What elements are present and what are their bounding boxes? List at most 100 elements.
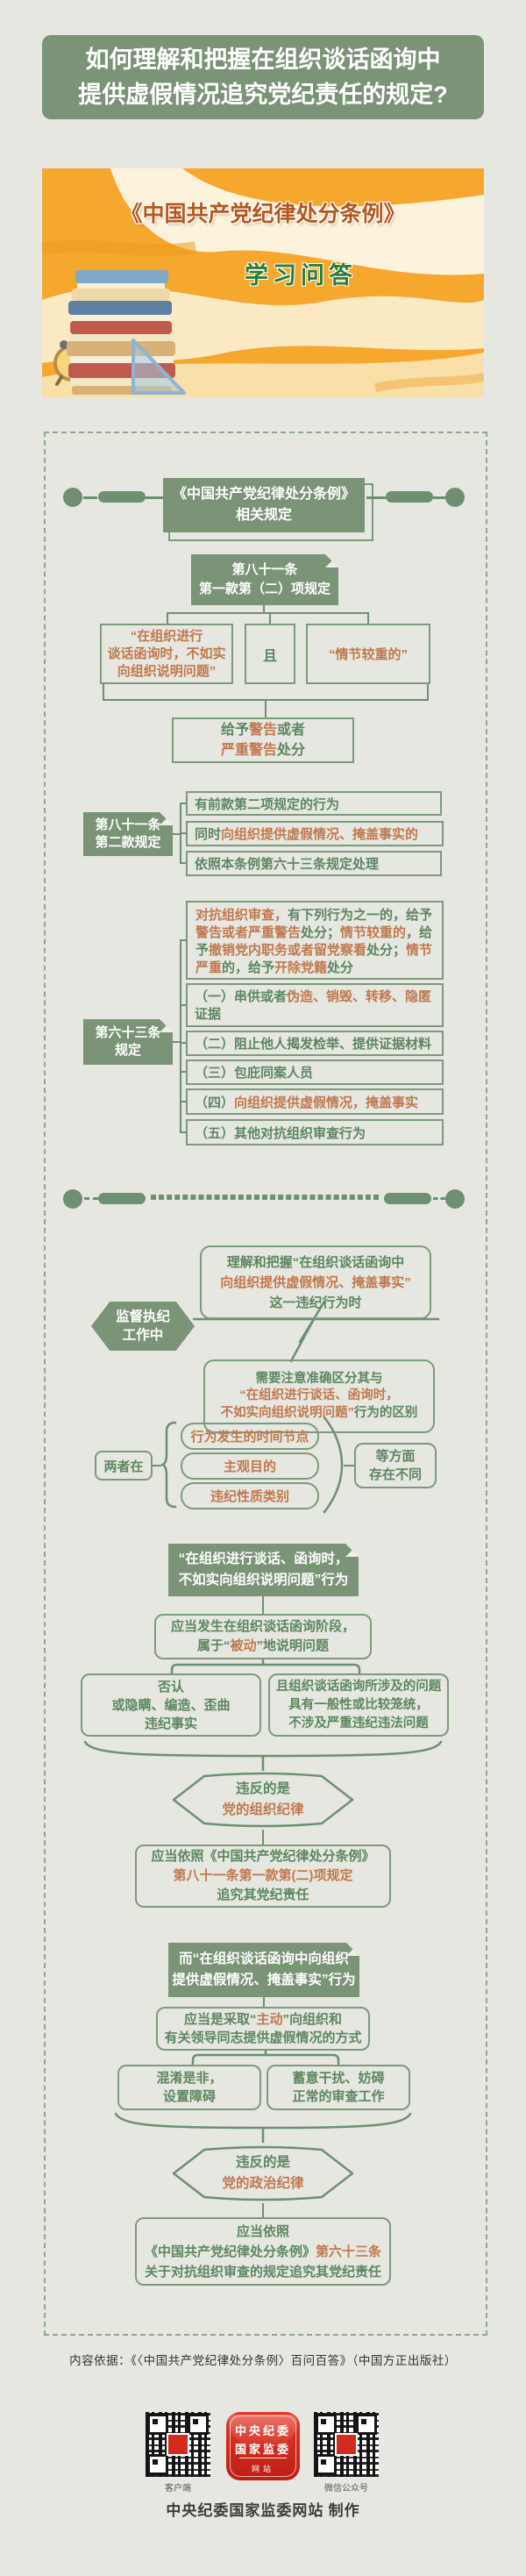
banner: 《中国共产党纪律处分条例》 学习问答 bbox=[42, 168, 484, 397]
split-bracket bbox=[170, 1659, 361, 1675]
qr-finder bbox=[316, 2454, 337, 2475]
node-para2-item1: 有前款第二项规定的行为 bbox=[186, 791, 442, 816]
node-article63-item5: （五）其他对抗组织审查行为 bbox=[186, 1119, 444, 1145]
text-seg: 警告 bbox=[248, 723, 277, 738]
node-deny: 否认 或隐瞒、编造、歪曲 违纪事实 bbox=[81, 1673, 261, 1737]
divider-double-dash bbox=[151, 1195, 379, 1200]
node-general: 且组织谈话函询所涉及的问题 具有一般性或比较笼统， 不涉及严重违纪违法问题 bbox=[268, 1673, 449, 1737]
connector-line bbox=[180, 1004, 188, 1006]
connector-line bbox=[262, 2203, 264, 2217]
connector-line bbox=[180, 1131, 188, 1133]
text-seg: 向组织提供虚假情况、掩盖事实的 bbox=[221, 827, 419, 842]
node-behavior1: “在组织进行谈话、函询时， 不如实向组织说明问题”行为 bbox=[168, 1544, 359, 1596]
node-confuse: 混淆是非， 设置障碍 bbox=[117, 2065, 261, 2110]
connector-line bbox=[167, 612, 168, 624]
text-seg: 情节严重 bbox=[195, 943, 433, 975]
qr-left-label: 客户端 bbox=[165, 2484, 191, 2494]
violate2-line2: 党的政治纪律 bbox=[222, 2176, 304, 2191]
connector-line bbox=[173, 1041, 181, 1043]
connector-line bbox=[173, 833, 181, 835]
basis1-line3: 追究其党纪责任 bbox=[217, 1887, 309, 1902]
node-para2-item3: 依照本条例第六十三条规定处理 bbox=[186, 851, 442, 876]
qr-right-label: 微信公众号 bbox=[324, 2484, 368, 2494]
text-seg: 处分； bbox=[301, 925, 341, 940]
distinguish-line2: “在组织进行谈话、函询时， bbox=[239, 1388, 399, 1403]
page-title-line1: 如何理解和把握在组织谈话函询中 bbox=[85, 46, 441, 73]
connector-line bbox=[180, 1042, 188, 1044]
node-diff2: 主观目的 bbox=[181, 1452, 319, 1480]
connector-line bbox=[269, 612, 271, 624]
node-article63-item1: （一）串供或者伪造、销毁、转移、隐匿证据 bbox=[186, 983, 444, 1027]
node-violate2: 违反的是 党的政治纪律 bbox=[171, 2144, 355, 2203]
divider-pill-left bbox=[98, 1193, 146, 1204]
connector-line bbox=[180, 862, 188, 864]
text-seg: 同时 bbox=[195, 827, 222, 842]
divider-pill-right bbox=[384, 1193, 431, 1204]
connector-line bbox=[180, 1101, 188, 1102]
hexagon-branch-connector bbox=[193, 1300, 440, 1363]
banner-subtitle: 学习问答 bbox=[245, 262, 357, 289]
text-seg: ，给予 bbox=[195, 925, 433, 958]
text-seg: 有下列行为之一的，给予 bbox=[288, 908, 433, 923]
text-seg: 行为的区别 bbox=[353, 1405, 418, 1420]
text-seg: 的，给予 bbox=[222, 960, 275, 975]
divider-dot-right bbox=[445, 1189, 465, 1209]
connector-line bbox=[180, 939, 181, 1133]
node-grasp: 理解和把握“在组织谈话函询中 向组织提供虚假情况、掩盖事实” 这一违纪行为时 bbox=[200, 1245, 431, 1319]
text-seg: 警告或者严重警告 bbox=[195, 925, 302, 940]
text-seg: 伪造、销毁、转移、隐匿 bbox=[287, 989, 432, 1004]
grasp-line3: 这一违纪行为时 bbox=[269, 1295, 362, 1310]
text-seg: 不如实向组织说明问题” bbox=[220, 1405, 354, 1420]
connector-line bbox=[265, 699, 267, 717]
connector-line bbox=[262, 1596, 264, 1614]
text-seg: 处分； bbox=[366, 943, 407, 958]
node-article81-para2-label: 第八十一条 第二款规定 bbox=[83, 812, 173, 856]
node-active: 应当是采取“主动”向组织和 有关领导同志提供虚假情况的方式 bbox=[156, 2007, 370, 2051]
basis1-line1: 应当依照《中国共产党纪律处分条例》 bbox=[151, 1849, 375, 1864]
right-paren-bracket bbox=[323, 1416, 344, 1514]
divider-line bbox=[366, 496, 386, 499]
node-article63-item4: （四）向组织提供虚假情况，掩盖事实 bbox=[186, 1088, 444, 1115]
text-seg: （四） bbox=[195, 1095, 235, 1110]
page-title-line2: 提供虚假情况追究党纪责任的规定? bbox=[78, 82, 448, 108]
merge-brace bbox=[114, 2112, 412, 2144]
text-seg: 第六十三条 bbox=[316, 2244, 382, 2259]
passive-line2: 属于“被动”地说明问题 bbox=[197, 1637, 329, 1656]
node-basis1: 应当依照《中国共产党纪律处分条例》 第八十一条第一款第(二)项规定 追究其党纪责… bbox=[135, 1845, 391, 1908]
qr-center-logo bbox=[337, 2435, 356, 2454]
basis2-line2: 《中国共产党纪律处分条例》第六十三条 bbox=[145, 2242, 381, 2262]
node-basis2: 应当依照 《中国共产党纪律处分条例》第六十三条 关于对抗组织审查的规定追究其党纪… bbox=[135, 2217, 391, 2286]
qr-code-app bbox=[146, 2412, 210, 2477]
text-seg: 开除党籍 bbox=[274, 960, 328, 975]
flowchart-container bbox=[44, 432, 487, 2336]
violate1-line2: 党的组织纪律 bbox=[222, 1802, 304, 1817]
node-penalty: 给予警告或者 严重警告处分 bbox=[172, 717, 354, 763]
violate1-line1: 违反的是 bbox=[235, 1781, 290, 1796]
text-seg: 证据 bbox=[195, 1007, 222, 1022]
section1-header-line1: 《中国共产党纪律处分条例》 bbox=[172, 487, 355, 502]
connector-line bbox=[153, 1465, 161, 1466]
text-seg: 或者 bbox=[277, 723, 306, 738]
node-both: 两者在 bbox=[95, 1451, 153, 1481]
node-violate2-shape bbox=[172, 2145, 354, 2201]
connector-line bbox=[180, 1071, 188, 1073]
node-violate1: 违反的是 党的组织纪律 bbox=[171, 1770, 355, 1830]
node-article81-item2-label: 第八十一条 第一款第（二）项规定 bbox=[191, 554, 338, 605]
qr-code-wechat bbox=[314, 2412, 379, 2477]
qr-finder bbox=[188, 2414, 209, 2435]
distinguish-line1: 需要注意准确区分其与 bbox=[255, 1371, 383, 1386]
text-seg: 属于“ bbox=[196, 1638, 231, 1653]
text-seg: 主动 bbox=[256, 2012, 283, 2027]
book-stack-illustration bbox=[53, 270, 186, 395]
ruler-icon bbox=[132, 339, 186, 395]
text-seg: 撤销党内职务或者留党察看 bbox=[209, 943, 367, 958]
node-etc: 等方面 存在不同 bbox=[354, 1443, 437, 1488]
text-seg: ”向组织和 bbox=[282, 2012, 343, 2027]
node-diff1: 行为发生的时间节点 bbox=[181, 1423, 319, 1450]
connector-line bbox=[263, 605, 265, 612]
text-seg: 向组织提供虚假情况，掩盖事实 bbox=[234, 1095, 419, 1110]
text-seg: 被动 bbox=[230, 1638, 257, 1653]
node-behavior2: 而“在组织谈话函询中向组织 提供虚假情况、掩盖事实”行为 bbox=[168, 1943, 359, 1997]
text-seg: 《中国共产党纪律处分条例》 bbox=[144, 2244, 316, 2259]
